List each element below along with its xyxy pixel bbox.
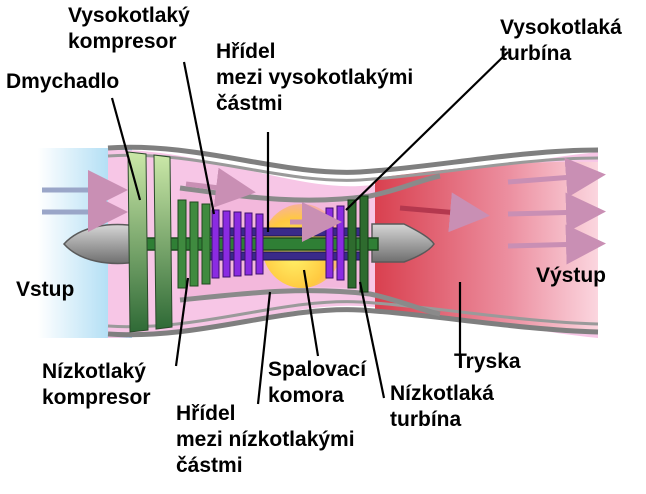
leader-lines <box>110 51 509 405</box>
label-inlet: Vstup <box>16 278 74 301</box>
label-lp-compressor: Nízkotlaký kompresor <box>42 360 152 409</box>
label-hp-shaft: Hřídel mezi vysokotlakými částmi <box>216 40 419 115</box>
label-hp-compressor: Vysokotlaký kompresor <box>68 4 196 53</box>
label-hp-turbine: Vysokotlaká turbína <box>500 16 628 65</box>
label-combustion-chamber: Spalovací komora <box>268 358 372 407</box>
fan-blades <box>127 151 173 333</box>
label-nozzle: Tryska <box>454 350 521 373</box>
label-outlet: Výstup <box>536 264 606 287</box>
lp-compressor-blades <box>177 199 211 289</box>
flow-arrows <box>42 157 606 265</box>
tail-cone <box>371 223 435 263</box>
label-lp-turbine: Nízkotlaká turbína <box>390 382 500 431</box>
exhaust-plume <box>375 161 598 330</box>
label-fan: Dmychadlo <box>6 70 119 93</box>
lp-turbine-blades <box>347 195 369 293</box>
hp-compressor-blades <box>211 209 264 279</box>
label-lp-shaft: Hřídel mezi nízkotlakými částmi <box>176 402 360 477</box>
